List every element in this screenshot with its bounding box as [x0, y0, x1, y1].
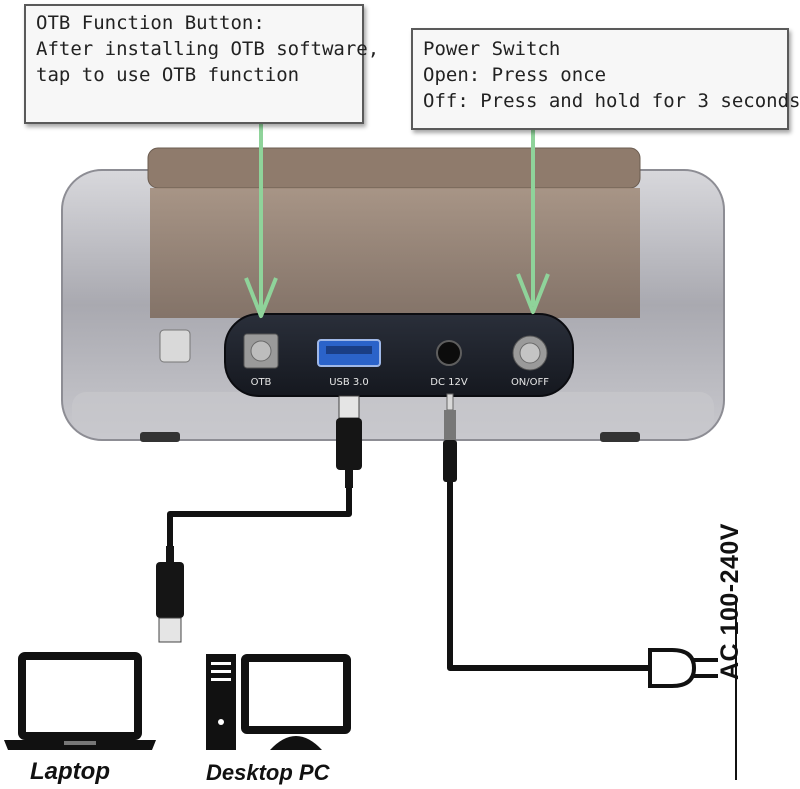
otb-callout-line-1: OTB Function Button:	[36, 12, 265, 34]
otb-callout-line-2: After installing OTB software,	[36, 38, 380, 60]
hard-drive	[150, 188, 640, 318]
dc-cable-wire	[447, 482, 650, 671]
usb-cable-wire	[167, 488, 352, 546]
usb-plug-metal-bottom	[158, 617, 182, 643]
desktop-pc-icon	[206, 654, 351, 750]
hdd-dock: OTB USB 3.0 DC 12V ON/OFF	[61, 147, 725, 442]
dc-plug	[444, 410, 456, 440]
usb-plug-top	[336, 418, 362, 470]
pc-monitor-stand	[270, 736, 322, 750]
drive-top	[147, 147, 641, 189]
foot-right	[600, 432, 640, 442]
pc-tower	[206, 654, 236, 750]
power-callout-line-3: Off: Press and hold for 3 seconds	[423, 90, 800, 112]
port-panel	[224, 313, 574, 397]
power-callout: Power Switch Open: Press once Off: Press…	[411, 28, 800, 130]
laptop-icon	[4, 652, 156, 750]
port-label-dc: DC 12V	[430, 377, 468, 388]
foot-left	[140, 432, 180, 442]
usb-plug-metal-top	[338, 395, 360, 419]
pc-monitor	[241, 654, 351, 734]
otb-callout-line-3: tap to use OTB function	[36, 64, 300, 86]
otb-callout: OTB Function Button: After installing OT…	[24, 4, 380, 124]
port-label-otb: OTB	[251, 377, 272, 388]
ac-voltage-label: AC 100-240V	[716, 523, 744, 680]
port-label-onoff: ON/OFF	[511, 377, 549, 388]
otb-arrow-head	[244, 277, 278, 318]
power-callout-line-1: Power Switch	[423, 38, 561, 60]
capacitor	[159, 329, 191, 363]
usb-plug-bottom	[156, 562, 184, 618]
power-callout-line-2: Open: Press once	[423, 64, 607, 86]
desktop-pc-label: Desktop PC	[206, 760, 330, 785]
dc-jack[interactable]	[436, 340, 462, 366]
laptop-label: Laptop	[30, 758, 110, 785]
dc-cable	[443, 393, 737, 780]
power-arrow-head	[516, 273, 550, 314]
port-label-usb: USB 3.0	[329, 377, 369, 388]
usb-cable	[156, 395, 362, 643]
dock-base	[72, 392, 714, 432]
wall-plug	[648, 648, 697, 688]
callout-arrows	[244, 124, 550, 318]
